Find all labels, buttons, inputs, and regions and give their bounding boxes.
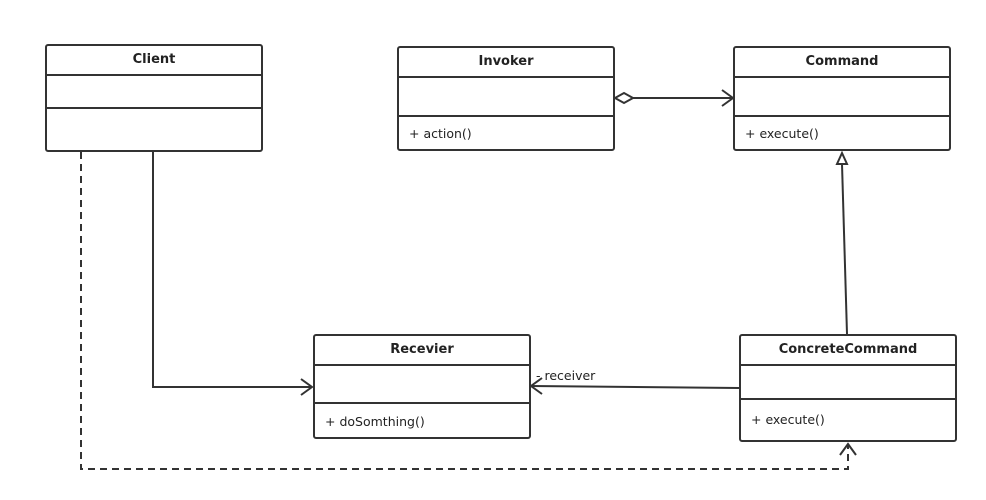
class-client-operations [47, 109, 261, 150]
receiver-operation-dosomething: + doSomthing() [325, 414, 425, 429]
invoker-operation-action: + action() [409, 126, 472, 141]
generalization-triangle [835, 150, 849, 165]
class-receiver-attributes [315, 366, 529, 404]
command-operation-execute: + execute() [745, 126, 819, 141]
concretecommand-receiver-arrowhead [529, 377, 543, 395]
client-concretecommand-dependency [80, 152, 849, 470]
client-concretecommand-arrowhead [839, 442, 857, 456]
class-client-name: Client [47, 46, 261, 76]
aggregation-diamond [612, 91, 636, 105]
class-concrete-command-attributes [741, 366, 955, 400]
class-command-operations: + execute() [735, 117, 949, 149]
class-command-attributes [735, 78, 949, 117]
class-receiver: Recevier + doSomthing() [313, 334, 531, 439]
class-command: Command + execute() [733, 46, 951, 151]
concrete-command-operation-execute: + execute() [751, 412, 825, 427]
class-concrete-command-name: ConcreteCommand [741, 336, 955, 366]
class-client-attributes [47, 76, 261, 109]
class-receiver-name: Recevier [315, 336, 529, 366]
class-command-name: Command [735, 48, 949, 78]
class-invoker-name: Invoker [399, 48, 613, 78]
class-concrete-command: ConcreteCommand + execute() [739, 334, 957, 442]
client-receiver-association [152, 152, 312, 388]
concretecommand-receiver-association [530, 385, 740, 389]
class-invoker-attributes [399, 78, 613, 117]
receiver-role-label: - receiver [536, 368, 596, 383]
class-invoker-operations: + action() [399, 117, 613, 149]
concretecommand-command-generalization [841, 163, 848, 335]
class-concrete-command-operations: + execute() [741, 400, 955, 440]
class-receiver-operations: + doSomthing() [315, 404, 529, 437]
client-receiver-arrowhead [300, 378, 314, 396]
class-invoker: Invoker + action() [397, 46, 615, 151]
class-client: Client [45, 44, 263, 152]
